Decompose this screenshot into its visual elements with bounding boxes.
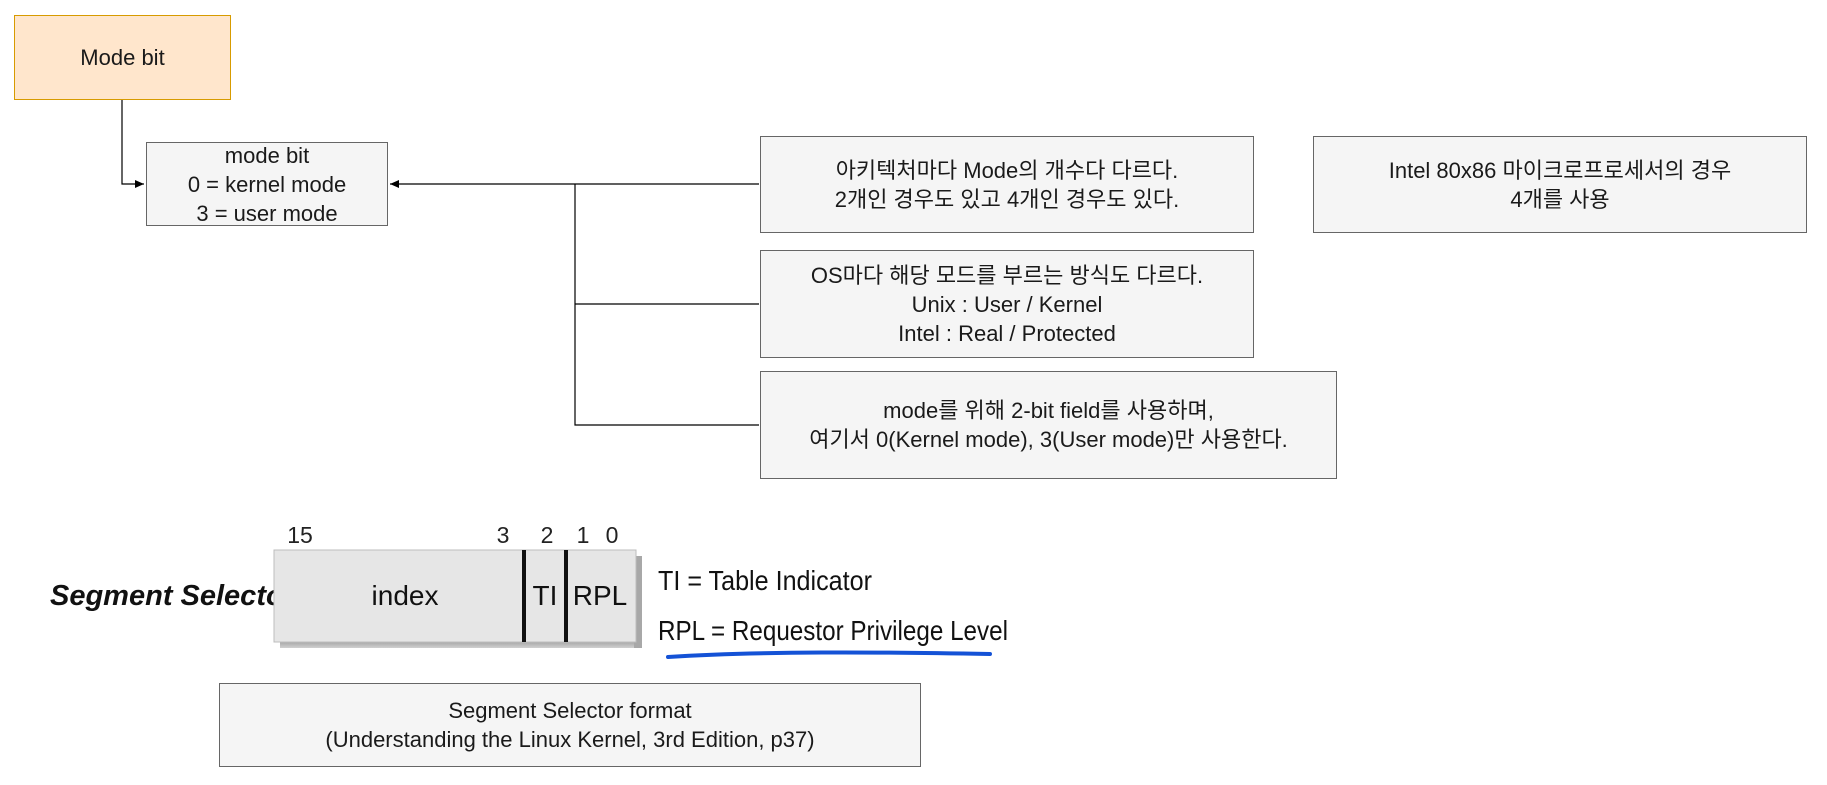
os-note-line: Unix : User / Kernel xyxy=(911,291,1103,317)
edge-os-branch xyxy=(574,184,759,426)
caption-line: Segment Selector format xyxy=(448,698,692,723)
os-note-line: OS마다 해당 모드를 부르는 방식도 다르다. xyxy=(810,262,1204,288)
bit-label-1: 1 xyxy=(577,522,590,548)
edge-root-to-modebit xyxy=(121,100,144,188)
register-body xyxy=(273,549,637,643)
field-index-label: index xyxy=(372,580,439,611)
legend-ti: TI = Table Indicator xyxy=(658,565,872,596)
os-note-node: OS마다 해당 모드를 부르는 방식도 다르다. Unix : User / K… xyxy=(760,250,1254,358)
mode-bit-root-label: Mode bit xyxy=(80,45,165,70)
field-ti-label: TI xyxy=(533,580,558,611)
os-note-line: Intel : Real / Protected xyxy=(898,320,1116,346)
legend-rpl: RPL = Requestor Privilege Level xyxy=(658,615,1008,646)
field-note-line: 여기서 0(Kernel mode), 3(User mode)만 사용한다. xyxy=(809,427,1288,452)
intel-note-line: Intel 80x86 마이크로프로세서의 경우 xyxy=(1388,157,1732,183)
bit-label-3: 3 xyxy=(497,522,510,548)
bit-label-15: 15 xyxy=(287,522,313,548)
bit-label-0: 0 xyxy=(606,522,619,548)
arch-note-node: 아키텍처마다 Mode의 개수다 다르다. 2개인 경우도 있고 4개인 경우도… xyxy=(760,136,1254,233)
mode-bit-line: 0 = kernel mode xyxy=(187,171,347,197)
rpl-underline xyxy=(666,650,992,659)
field-note-node: mode를 위해 2-bit field를 사용하며, 여기서 0(Kernel… xyxy=(760,371,1337,479)
intel-note-node: Intel 80x86 마이크로프로세서의 경우 4개를 사용 xyxy=(1313,136,1807,233)
arch-note-line: 2개인 경우도 있고 4개인 경우도 있다. xyxy=(834,186,1180,212)
register-shadow-bottom xyxy=(280,640,642,648)
bit-label-2: 2 xyxy=(541,522,554,548)
segment-selector-title: Segment Selector xyxy=(50,580,297,612)
mode-bit-line: 3 = user mode xyxy=(196,200,338,226)
field-note-line: mode를 위해 2-bit field를 사용하며, xyxy=(883,398,1214,423)
caption-line: (Understanding the Linux Kernel, 3rd Edi… xyxy=(325,727,815,752)
field-rpl-label: RPL xyxy=(573,580,627,611)
register-shadow-right xyxy=(634,556,642,648)
intel-note-line: 4개를 사용 xyxy=(1510,186,1610,212)
arch-note-line: 아키텍처마다 Mode의 개수다 다르다. xyxy=(835,157,1179,183)
mode-bit-definition-node: mode bit 0 = kernel mode 3 = user mode xyxy=(146,142,388,226)
mode-bit-root-node: Mode bit xyxy=(14,15,231,100)
caption-node: Segment Selector format (Understanding t… xyxy=(219,683,921,767)
mode-bit-line: mode bit xyxy=(224,142,310,168)
